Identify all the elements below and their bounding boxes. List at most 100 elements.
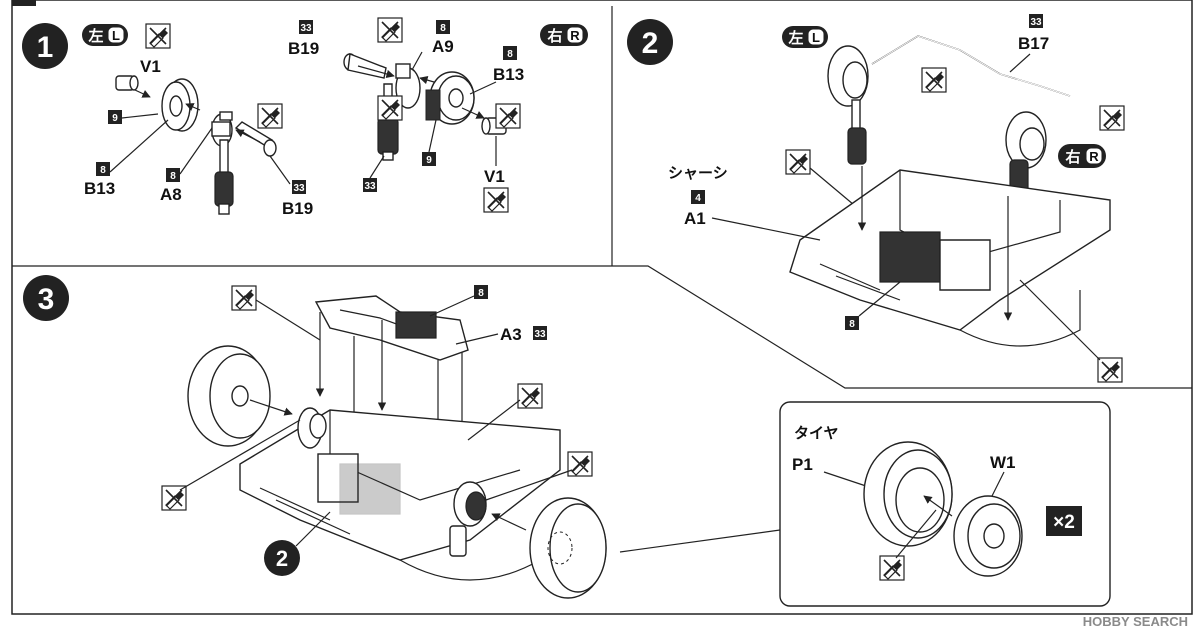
sub-step-badge: [264, 540, 300, 576]
svg-text:33: 33: [293, 183, 305, 194]
tire-callout-line: [619, 529, 781, 553]
svg-text:8: 8: [478, 288, 484, 299]
step-1-number: 1: [37, 31, 54, 64]
label-A1: A1: [684, 209, 706, 228]
axle-pin-right: [343, 53, 387, 79]
rear-hub-right: [449, 481, 487, 557]
glue-icon: [483, 187, 509, 213]
rear-wheel-left: [187, 345, 271, 447]
step-1-right-side-badge: 右 R: [540, 24, 588, 46]
svg-text:33: 33: [1030, 17, 1042, 28]
svg-text:右: 右: [1065, 148, 1080, 166]
code-badge: [363, 178, 377, 192]
svg-text:L: L: [812, 30, 820, 45]
tire-P1: [863, 441, 953, 547]
tire-box: タイヤ P1 W1 ×2: [779, 401, 1111, 607]
rear-wheel-right: [529, 497, 607, 599]
glue-icon: [145, 23, 171, 49]
code-badge: [845, 316, 859, 330]
rear-hub-left: [297, 407, 327, 449]
label-B13-right: B13: [493, 65, 524, 84]
glue-icon: [161, 485, 187, 511]
svg-text:8: 8: [440, 23, 446, 34]
panel-divider-lower: [12, 265, 1192, 389]
top-tab: [12, 0, 36, 6]
left-letter: L: [112, 28, 120, 43]
label-A9: A9: [432, 37, 454, 56]
code-badge: [299, 20, 313, 34]
wheel-W1: [953, 495, 1023, 577]
front-hub-right: [1005, 111, 1047, 197]
left-kanji: 左: [87, 27, 103, 45]
glue-icon: [495, 103, 521, 129]
label-A3: A3: [500, 325, 522, 344]
watermark: HOBBY SEARCH: [1083, 614, 1188, 629]
step-1-badge: [22, 23, 68, 69]
glue-icon: [879, 555, 905, 581]
chassis-A1: [789, 169, 1111, 347]
multiplier-badge: [1046, 506, 1082, 536]
front-hub-left: [827, 45, 869, 165]
step-2-badge: [627, 19, 673, 65]
step-3-badge: [23, 275, 69, 321]
step-1: 1 左 L V1: [22, 17, 588, 218]
brake-disc-right: [425, 71, 475, 125]
sheet-border: [11, 0, 1193, 615]
sub-step-number: 2: [276, 546, 288, 571]
svg-text:33: 33: [364, 181, 376, 192]
glue-icon: [1099, 105, 1125, 131]
svg-text:R: R: [1089, 149, 1099, 164]
label-A8: A8: [160, 185, 182, 204]
label-B17: B17: [1018, 34, 1049, 53]
code-badge: [108, 110, 122, 124]
glue-icon: [517, 383, 543, 409]
knuckle-left: [211, 111, 234, 215]
step-2-left-side-badge: 左 L: [782, 26, 828, 48]
svg-text:9: 9: [112, 113, 118, 124]
label-B13-left: B13: [84, 179, 115, 198]
glue-icon: [1097, 357, 1123, 383]
code-badge: [436, 20, 450, 34]
code-badge: [422, 152, 436, 166]
svg-text:8: 8: [100, 165, 106, 176]
code-badge: [96, 162, 110, 176]
code-badge: [1029, 14, 1043, 28]
code-badge: [503, 46, 517, 60]
code-badge: [166, 168, 180, 182]
label-V1-right: V1: [484, 167, 505, 186]
step-2-right-side-badge: 右 R: [1058, 144, 1106, 168]
code-badge: [533, 326, 547, 340]
label-chassis: シャーシ: [668, 165, 728, 182]
multiplier-text: ×2: [1053, 512, 1075, 533]
code-badge: [474, 285, 488, 299]
step-2: 2 左 L 33 B17 右: [627, 14, 1125, 383]
label-B19-left: B19: [282, 199, 313, 218]
svg-text:8: 8: [507, 49, 513, 60]
svg-text:33: 33: [300, 23, 312, 34]
label-B19-right: B19: [288, 39, 319, 58]
glue-icon: [231, 285, 257, 311]
svg-text:33: 33: [534, 329, 546, 340]
step-3: 3 8 A3 33: [23, 275, 781, 599]
svg-text:4: 4: [695, 193, 701, 204]
glue-icon: [377, 95, 403, 121]
glue-icon: [377, 17, 403, 43]
code-badge: [691, 190, 705, 204]
glue-icon: [921, 67, 947, 93]
glue-icon: [785, 149, 811, 175]
step-1-left-side-badge: 左 L: [82, 24, 128, 46]
svg-text:8: 8: [849, 319, 855, 330]
v1-cap-left: [115, 75, 139, 91]
svg-text:8: 8: [170, 171, 176, 182]
label-W1: W1: [990, 453, 1016, 472]
axle-pin-left: [234, 121, 277, 157]
label-V1-left: V1: [140, 57, 161, 76]
label-P1: P1: [792, 455, 813, 474]
glue-icon: [567, 451, 593, 477]
right-kanji: 右: [547, 27, 562, 45]
step-3-number: 3: [38, 283, 55, 316]
right-letter: R: [570, 28, 580, 43]
rear-subframe: [314, 295, 469, 361]
